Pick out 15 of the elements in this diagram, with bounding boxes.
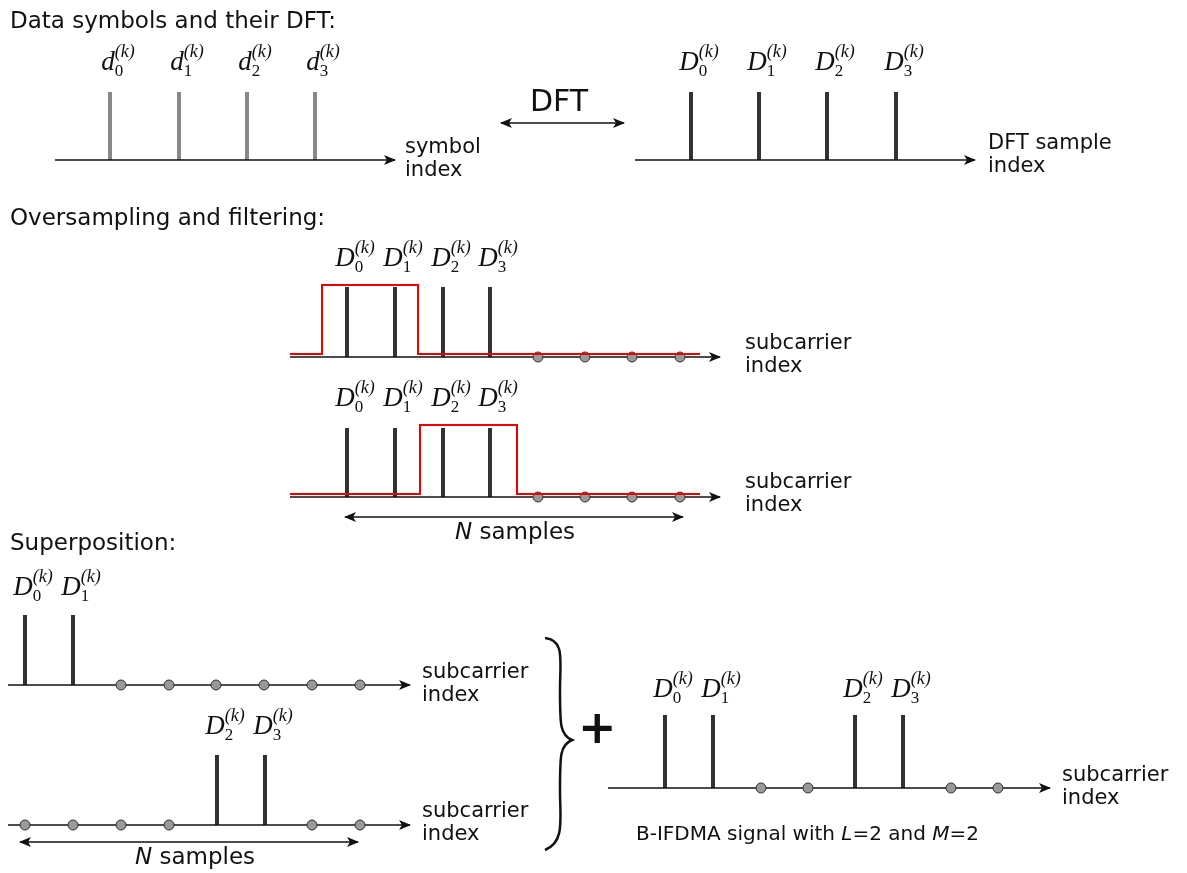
axis-label: subcarrier index: [1062, 763, 1169, 810]
axis-label: subcarrier index: [745, 470, 852, 517]
signal-caption: B-IFDMA signal with L=2 and M=2: [636, 822, 980, 844]
axis-label: DFT sample index: [988, 131, 1113, 178]
section-heading: Data symbols and their DFT:: [10, 8, 336, 34]
dimension-label: N samples: [454, 519, 576, 545]
axis-label: subcarrier index: [422, 799, 529, 846]
section-heading: Oversampling and filtering:: [10, 205, 326, 231]
plus-sign: +: [578, 702, 617, 753]
axis-label: subcarrier index: [422, 660, 529, 707]
transform-label: DFT: [530, 84, 589, 117]
section-heading: Superposition:: [10, 530, 177, 556]
axis-label: subcarrier index: [745, 331, 852, 378]
dimension-label: N samples: [134, 844, 256, 870]
axis-label: symbol index: [405, 135, 481, 182]
